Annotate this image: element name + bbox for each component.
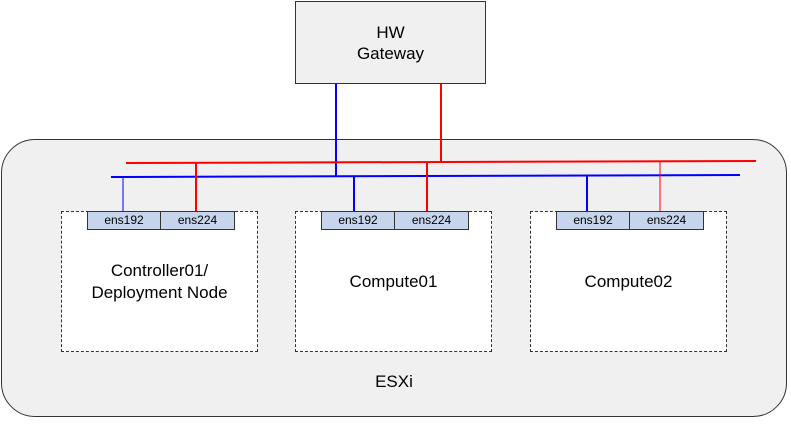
nic-group: ens192 ens224 — [321, 211, 469, 230]
nic-group: ens192 ens224 — [556, 211, 704, 230]
node-controller01: ens192 ens224 Controller01/ Deployment N… — [61, 211, 258, 352]
nic-ens224: ens224 — [630, 211, 704, 230]
esxi-label: ESXi — [375, 372, 413, 391]
node-label-line1: Controller01/ — [110, 261, 209, 280]
nic-ens224: ens224 — [395, 211, 469, 230]
node-label: Controller01/ Deployment Node — [62, 260, 257, 304]
blue-network-bus — [110, 174, 741, 178]
nic-ens192: ens192 — [321, 211, 395, 230]
node-compute02: ens192 ens224 Compute02 — [530, 211, 727, 352]
gateway-label-line2: Gateway — [356, 43, 425, 63]
hw-gateway-box: HW Gateway — [295, 1, 486, 84]
nic-ens224: ens224 — [161, 211, 235, 230]
node-label-line1: Compute01 — [349, 272, 438, 291]
nic-ens192: ens192 — [556, 211, 630, 230]
nic-group: ens192 ens224 — [87, 211, 235, 230]
node-compute01: ens192 ens224 Compute01 — [295, 211, 492, 352]
node-label-line2: Deployment Node — [91, 283, 228, 302]
nic-ens192: ens192 — [87, 211, 161, 230]
node-label: Compute01 — [296, 271, 491, 293]
node-label: Compute02 — [531, 271, 726, 293]
red-network-bus — [125, 160, 757, 164]
node-label-line1: Compute02 — [584, 272, 673, 291]
gateway-label-line1: HW — [376, 22, 405, 42]
